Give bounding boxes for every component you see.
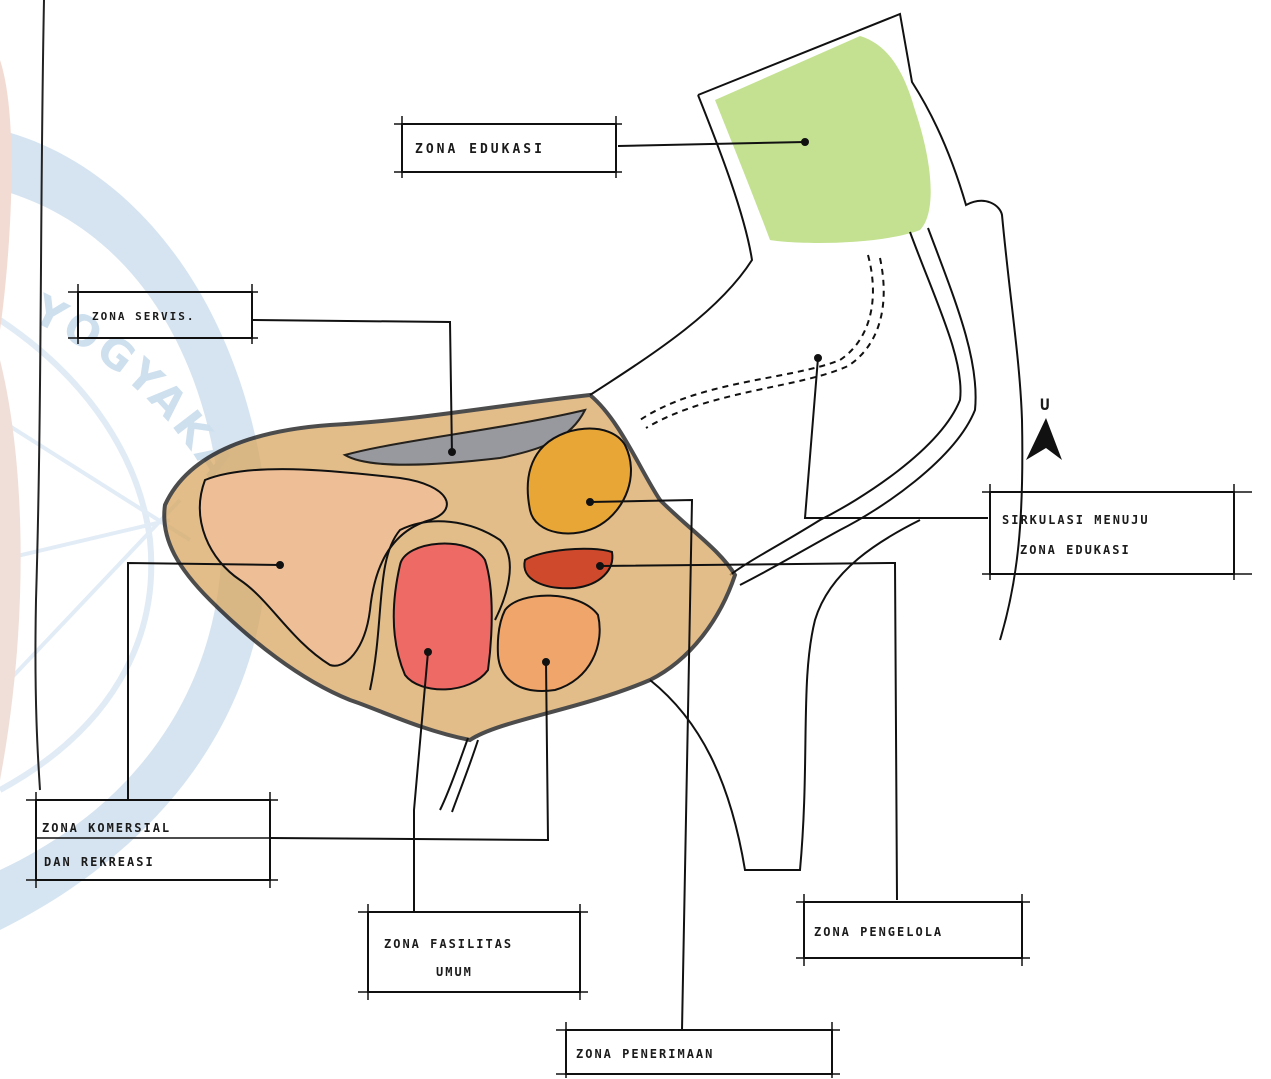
- label-zona-fasilitas: ZONA FASILITAS UMUM: [358, 904, 588, 1000]
- svg-text:ZONA FASILITAS: ZONA FASILITAS: [384, 937, 513, 951]
- svg-text:ZONA KOMERSIAL: ZONA KOMERSIAL: [42, 821, 171, 835]
- svg-text:ZONA SERVIS.: ZONA SERVIS.: [92, 310, 195, 323]
- circulation-path-2: [646, 258, 884, 428]
- svg-text:DAN REKREASI: DAN REKREASI: [44, 855, 155, 869]
- north-arrow-icon: U: [1026, 395, 1062, 460]
- svg-text:ZONA PENGELOLA: ZONA PENGELOLA: [814, 925, 943, 939]
- svg-text:ZONA EDUKASI: ZONA EDUKASI: [1020, 543, 1131, 557]
- south-entrance-road: [440, 738, 478, 812]
- label-zona-penerimaan: ZONA PENERIMAAN: [556, 1022, 840, 1078]
- svg-text:SIRKULASI MENUJU: SIRKULASI MENUJU: [1002, 513, 1150, 527]
- label-zona-pengelola: ZONA PENGELOLA: [796, 894, 1030, 966]
- svg-text:U: U: [1040, 395, 1050, 414]
- access-road: [730, 228, 976, 585]
- svg-text:ZONA PENERIMAAN: ZONA PENERIMAAN: [576, 1047, 714, 1061]
- svg-text:UMUM: UMUM: [436, 965, 473, 979]
- label-zona-edukasi: ZONA EDUKASI: [394, 116, 622, 178]
- left-border-line: [35, 0, 44, 790]
- zone-fasilitas-umum: [394, 544, 492, 690]
- zone-edukasi: [715, 36, 931, 243]
- svg-text:ZONA EDUKASI: ZONA EDUKASI: [415, 142, 545, 157]
